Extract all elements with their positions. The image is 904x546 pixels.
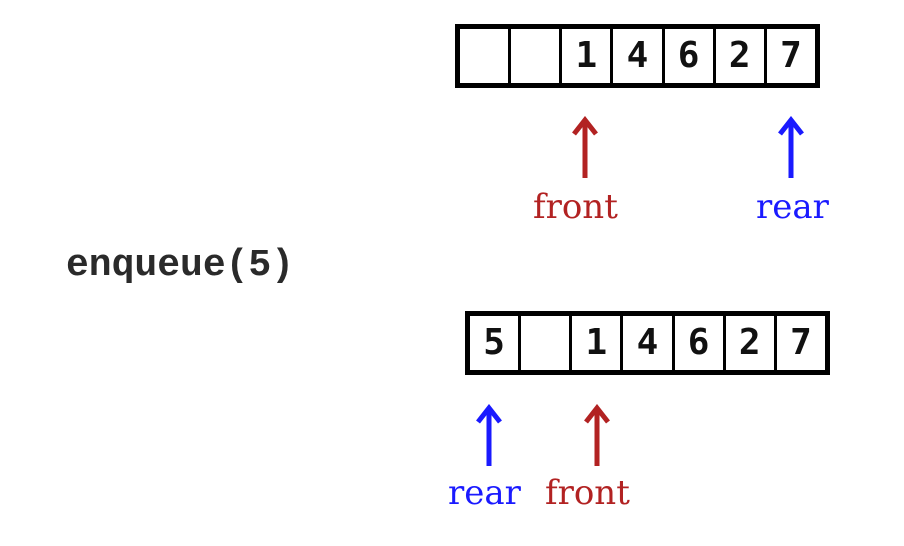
queue-cell: 7 [780,35,802,76]
queue-cell: 4 [613,29,665,83]
front-arrow-icon [584,404,610,466]
queue-cell: 2 [716,29,767,83]
front-label: front [533,187,618,227]
queue-after: 5 1 4 6 2 7 [465,311,830,375]
queue-cell: 6 [665,29,716,83]
queue-cell [511,29,563,83]
operation-label: enqueue(5) [66,244,295,287]
front-label: front [545,473,630,513]
queue-cell [460,29,512,83]
queue-cell: 1 [562,29,614,83]
queue-cell: 2 [726,316,777,370]
rear-label: rear [756,187,829,227]
queue-cell: 4 [623,316,675,370]
queue-cell: 7 [790,322,812,363]
queue-cell: 6 [675,316,726,370]
queue-cell: 1 [572,316,624,370]
rear-arrow-icon [476,404,502,466]
queue-before: 1 4 6 2 7 [455,24,820,88]
rear-label: rear [448,473,521,513]
front-arrow-icon [572,116,598,178]
rear-arrow-icon [778,116,804,178]
queue-cell [521,316,573,370]
queue-cell: 5 [470,316,522,370]
